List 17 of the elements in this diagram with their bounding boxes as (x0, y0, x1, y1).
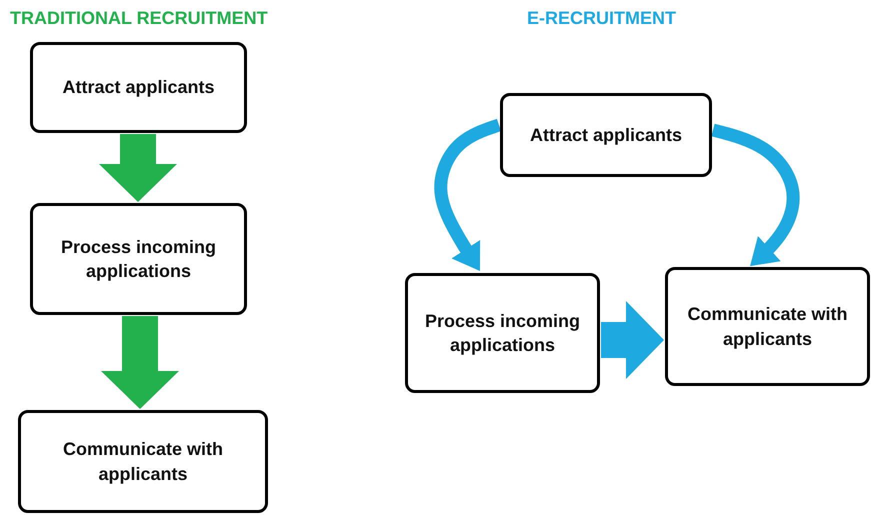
block-arrow (101, 316, 179, 409)
section-heading: E-RECRUITMENT (527, 8, 676, 29)
box-label: Attract applicants (61, 76, 216, 100)
process-box (30, 42, 247, 133)
process-box (500, 93, 712, 177)
box-label: Process incoming applications (60, 236, 218, 283)
process-box (665, 267, 870, 386)
block-arrow (601, 301, 664, 379)
process-box (18, 410, 268, 513)
block-arrow (99, 134, 177, 202)
process-box (405, 273, 600, 393)
box-label: Attract applicants (528, 124, 684, 147)
section-heading: TRADITIONAL RECRUITMENT (10, 8, 268, 29)
box-label: Process incoming applications (424, 310, 582, 357)
box-label: Communicate with applicants (62, 438, 224, 486)
box-label: Communicate with applicants (686, 303, 848, 351)
process-box (30, 203, 247, 315)
